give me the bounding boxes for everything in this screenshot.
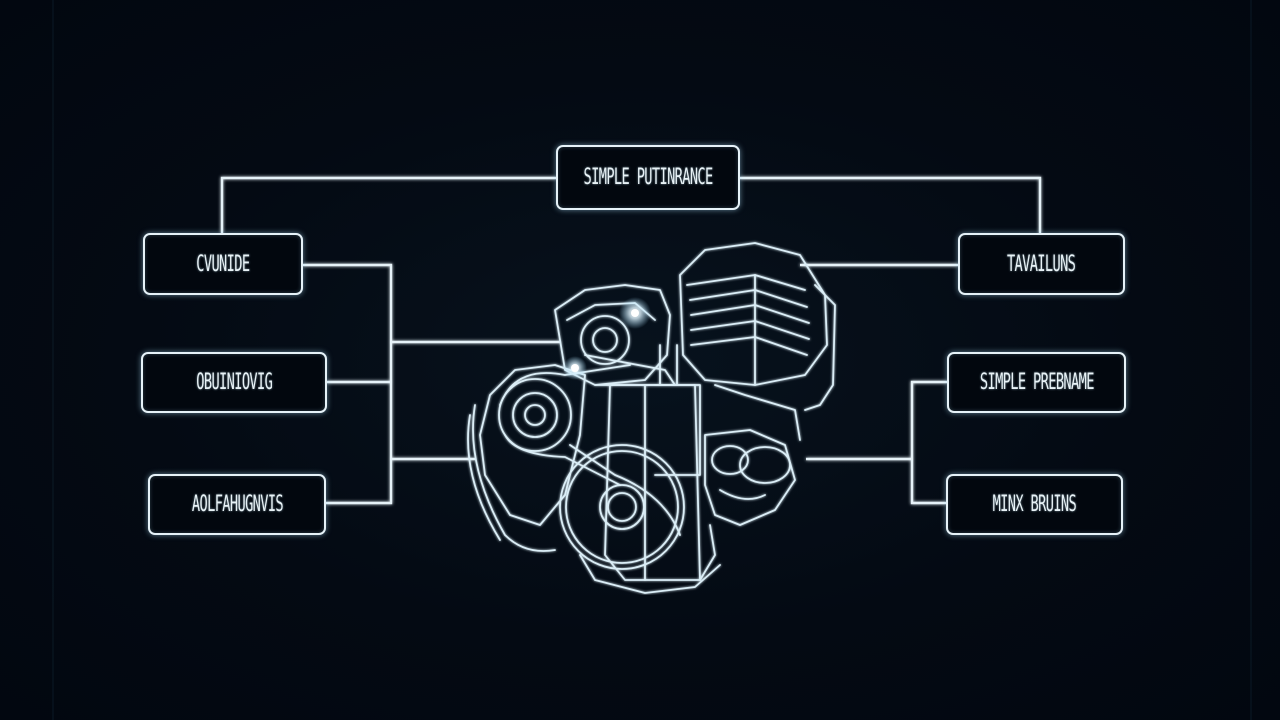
node-left-3[interactable]: AOLFAHUGNVIS	[148, 474, 326, 535]
node-top-label: SIMPLE PUTINRANCE	[583, 165, 713, 190]
node-right-2[interactable]: SIMPLE PREBNAME	[947, 352, 1126, 413]
node-right-3-label: MINX BRUINS	[992, 492, 1077, 517]
node-left-1[interactable]: CVUNIDE	[143, 233, 303, 295]
node-left-2[interactable]: OBUINIOVIG	[141, 352, 327, 413]
engine-icon	[467, 242, 836, 594]
background-stripe	[52, 0, 54, 720]
node-right-1[interactable]: TAVAILUNS	[958, 233, 1125, 295]
background-stripe	[1250, 0, 1252, 720]
node-right-2-label: SIMPLE PREBNAME	[979, 370, 1095, 395]
node-right-3[interactable]: MINX BRUINS	[946, 474, 1123, 535]
node-left-1-label: CVUNIDE	[196, 251, 250, 277]
node-right-1-label: TAVAILUNS	[1007, 251, 1076, 277]
node-left-2-label: OBUINIOVIG	[196, 370, 273, 395]
node-top[interactable]: SIMPLE PUTINRANCE	[556, 145, 740, 210]
node-left-3-label: AOLFAHUGNVIS	[191, 492, 283, 517]
